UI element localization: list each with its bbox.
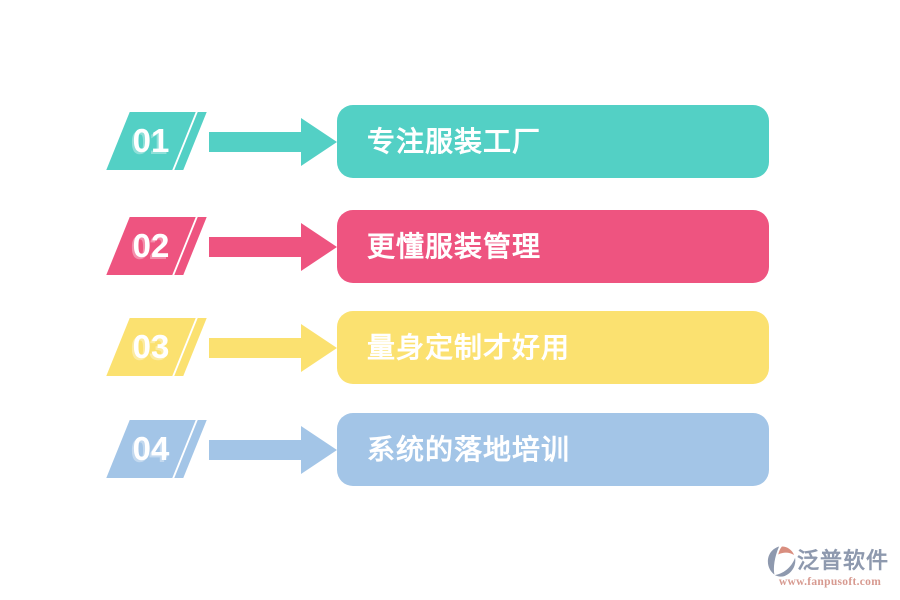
step-row-3: 03 量身定制才好用 — [0, 311, 900, 384]
step-label: 系统的落地培训 — [367, 433, 571, 465]
step-number-badge: 03 — [106, 318, 218, 376]
step-number-badge: 01 — [106, 112, 218, 170]
step-label: 更懂服装管理 — [367, 230, 542, 262]
arrow-right-icon — [209, 426, 337, 474]
step-label: 专注服装工厂 — [367, 125, 542, 157]
step-number: 04 — [132, 430, 170, 467]
brand-line: 泛普软件 — [766, 545, 894, 578]
step-row-1: 01 专注服装工厂 — [0, 105, 900, 178]
step-label: 量身定制才好用 — [367, 331, 571, 363]
fanpu-logo-icon — [767, 546, 796, 577]
arrow-right-icon — [209, 324, 337, 372]
step-number-badge: 02 — [106, 217, 218, 275]
step-label-box: 专注服装工厂 — [337, 105, 769, 178]
brand-website: www.fanpusoft.com — [778, 576, 882, 588]
arrow-right-icon — [209, 223, 337, 271]
step-label-box: 系统的落地培训 — [337, 413, 769, 486]
brand-footer: 泛普软件 www.fanpusoft.com — [766, 545, 894, 588]
logo-accent-swoosh — [778, 546, 795, 555]
step-number: 03 — [132, 328, 170, 365]
step-row-4: 04 系统的落地培训 — [0, 413, 900, 486]
step-label-box: 量身定制才好用 — [337, 311, 769, 384]
arrow-right-icon — [209, 118, 337, 166]
step-number: 01 — [132, 122, 170, 159]
step-number: 02 — [132, 227, 170, 264]
step-label-box: 更懂服装管理 — [337, 210, 769, 283]
step-number-badge: 04 — [106, 420, 218, 478]
brand-name: 泛普软件 — [797, 548, 890, 574]
step-row-2: 02 更懂服装管理 — [0, 210, 900, 283]
